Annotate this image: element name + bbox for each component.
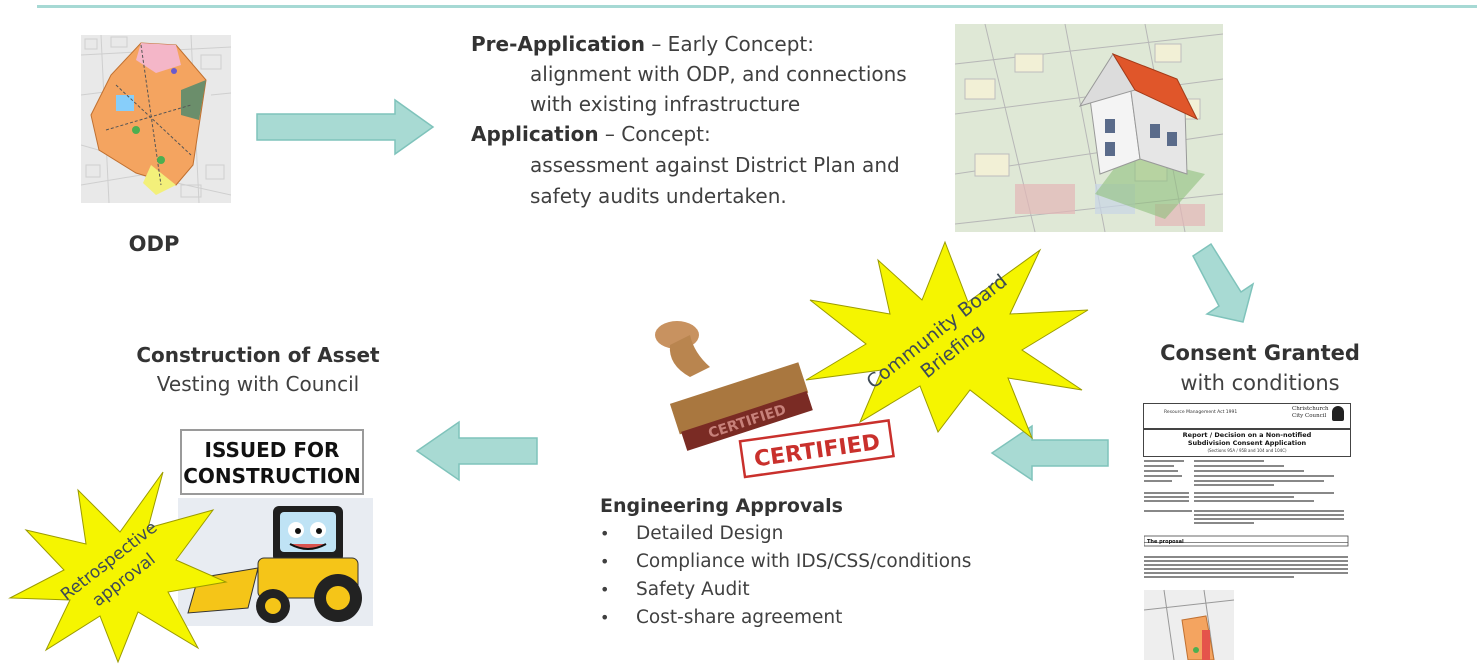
document-header-small: Resource Management Act 1991: [1164, 410, 1238, 415]
consent-title: Consent Granted: [1160, 341, 1360, 365]
consent-subtitle: with conditions: [1180, 371, 1340, 395]
application-line-2: safety audits undertaken.: [530, 184, 787, 208]
pre-application-line-2: with existing infrastructure: [530, 92, 801, 116]
consent-document-image: Resource Management Act 1991 Christchurc…: [1142, 402, 1352, 667]
engineering-item: Detailed Design: [600, 520, 971, 548]
pre-application-title: Pre-Application: [471, 32, 645, 56]
pre-application-subtitle: – Early Concept:: [644, 32, 815, 56]
document-council-name: Christchurch City Council: [1292, 406, 1329, 419]
engineering-item: Safety Audit: [600, 576, 971, 604]
document-title-2: Subdivision Consent Application: [1187, 439, 1307, 447]
application-subtitle: – Concept:: [598, 122, 711, 146]
document-title-3: (Sections 95A / 95B and 104 and 104C): [1207, 448, 1287, 453]
odp-map-image: [81, 35, 231, 203]
council-logo-icon: [1332, 406, 1344, 421]
community-board-burst: Community Board Briefing: [805, 240, 1089, 440]
sign-line-1: ISSUED FOR: [205, 438, 340, 462]
arrow-left-2: [415, 420, 538, 482]
application-line-1: assessment against District Plan and: [530, 153, 900, 177]
engineering-list: Detailed Design Compliance with IDS/CSS/…: [600, 520, 971, 632]
retrospective-approval-burst: Retrospective approval: [8, 471, 228, 664]
engineering-item: Cost-share agreement: [600, 604, 971, 632]
pre-application-heading: Pre-Application – Early Concept:: [471, 30, 814, 58]
engineering-title: Engineering Approvals: [600, 495, 843, 517]
document-body-lines: The proposal: [1144, 460, 1349, 660]
arrow-down-right: [1192, 242, 1255, 323]
house-on-map-image: [955, 24, 1223, 232]
construction-subtitle: Vesting with Council: [156, 372, 360, 396]
construction-title: Construction of Asset: [136, 343, 380, 367]
engineering-item: Compliance with IDS/CSS/conditions: [600, 548, 971, 576]
odp-label: ODP: [128, 232, 180, 256]
pre-application-line-1: alignment with ODP, and connections: [530, 62, 907, 86]
arrow-right-1: [256, 98, 435, 156]
issued-for-construction-image: ISSUED FOR CONSTRUCTION: [178, 428, 373, 626]
application-heading: Application – Concept:: [471, 120, 711, 148]
document-title-1: Report / Decision on a Non-notified: [1182, 431, 1312, 439]
application-title: Application: [471, 122, 599, 146]
document-section-heading: The proposal: [1147, 539, 1184, 545]
sign-line-2: CONSTRUCTION: [183, 464, 361, 488]
top-divider-rule: [37, 5, 1477, 8]
